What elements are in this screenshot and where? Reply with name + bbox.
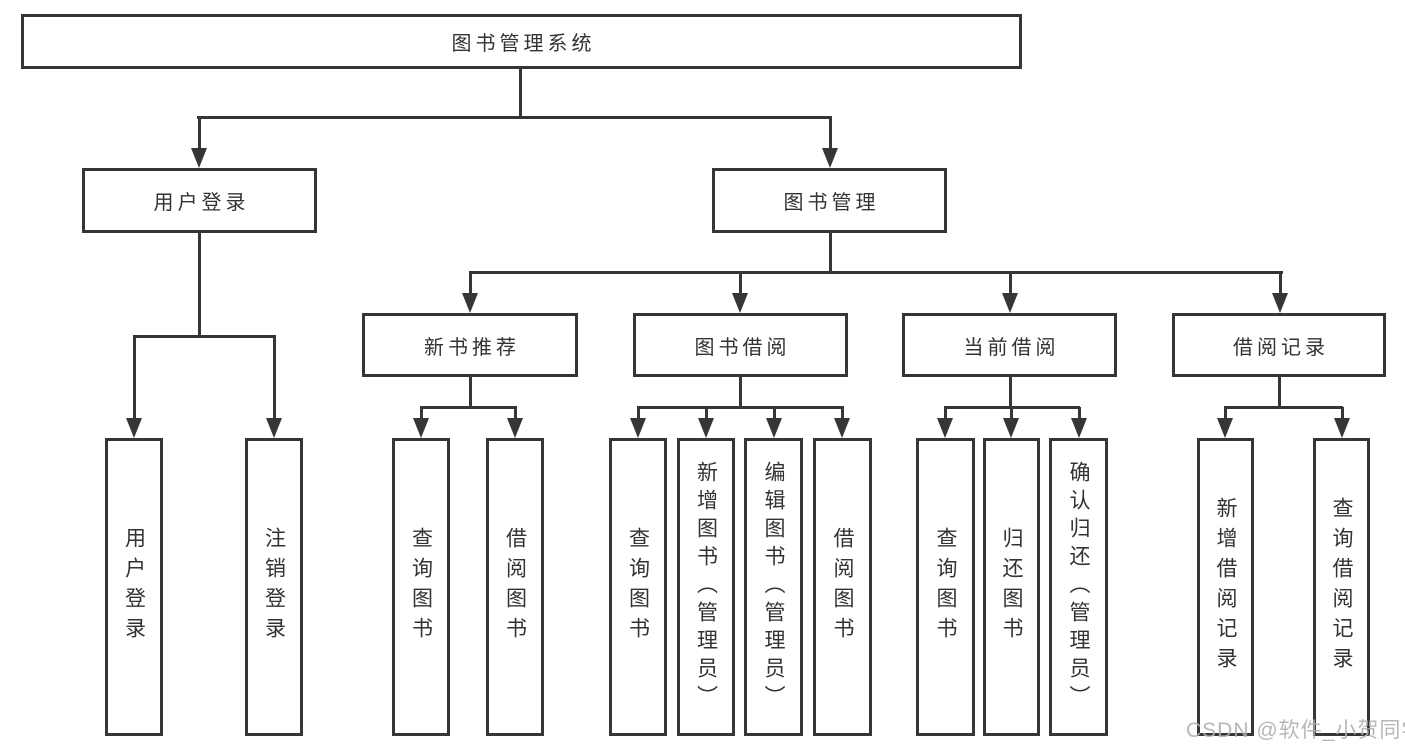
node-new-book-recommendation: 新书推荐: [362, 313, 578, 377]
connector-root-drop: [519, 69, 522, 117]
connector-to-user-login: [197, 117, 201, 151]
node-label: 新书推荐: [424, 336, 520, 359]
arrow-down-icon: [822, 148, 838, 168]
leaf-logout: 注销登录: [245, 438, 303, 736]
connector-to-leaf: [1340, 407, 1344, 421]
arrow-down-icon: [1003, 418, 1019, 438]
connector-borrow-drop: [738, 377, 742, 408]
arrow-down-icon: [1071, 418, 1087, 438]
arrow-down-icon: [1217, 418, 1233, 438]
leaf-return-books: 归还图书: [983, 438, 1040, 736]
arrow-down-icon: [126, 418, 142, 438]
arrow-down-icon: [413, 418, 429, 438]
node-label: 图书借阅: [694, 336, 791, 359]
node-label: 确认归还（管理员）: [1067, 461, 1090, 713]
connector-level3-bus: [468, 270, 1283, 274]
connector-records-drop: [1277, 377, 1281, 408]
arrow-down-icon: [191, 148, 207, 168]
connector-to-book-management: [828, 117, 832, 151]
leaf-user-login: 用户登录: [105, 438, 163, 736]
connector-records-bus: [1223, 405, 1343, 409]
connector-to-leaf: [419, 407, 423, 421]
connector-to-leaf: [943, 407, 947, 421]
connector-to-leaf: [636, 407, 640, 421]
arrow-down-icon: [266, 418, 282, 438]
node-label: 图书管理: [783, 192, 880, 214]
connector-to-records: [1278, 272, 1282, 296]
node-label: 图书管理系统: [451, 33, 596, 55]
node-label: 借阅图书: [503, 527, 527, 647]
node-label: 查询图书: [934, 527, 957, 647]
watermark: CSDN @软件_小贺同学: [1186, 719, 1405, 742]
arrow-down-icon: [1272, 293, 1288, 313]
arrow-down-icon: [462, 293, 478, 313]
node-label: 查询借阅记录: [1330, 497, 1353, 677]
connector-to-leaf: [132, 336, 136, 421]
connector-borrow-bus: [636, 405, 844, 409]
arrow-down-icon: [507, 418, 523, 438]
connector-to-leaf: [272, 336, 276, 421]
node-label: 用户登录: [153, 192, 250, 214]
connector-to-current: [1008, 272, 1012, 296]
node-library-management-system: 图书管理系统: [21, 14, 1022, 69]
arrow-down-icon: [698, 418, 714, 438]
connector-to-leaf: [772, 407, 776, 421]
connector-new-book-drop: [468, 377, 472, 408]
arrow-down-icon: [1002, 293, 1018, 313]
leaf-edit-books-admin: 编辑图书（管理员）: [744, 438, 803, 736]
connector-current-drop: [1008, 377, 1012, 408]
arrow-down-icon: [1334, 418, 1350, 438]
arrow-down-icon: [732, 293, 748, 313]
leaf-add-borrow-record: 新增借阅记录: [1197, 438, 1254, 736]
leaf-query-borrow-record: 查询借阅记录: [1313, 438, 1370, 736]
node-user-login: 用户登录: [82, 168, 317, 233]
leaf-query-books-current: 查询图书: [916, 438, 975, 736]
connector-to-new-book: [468, 272, 472, 296]
node-label: 编辑图书（管理员）: [762, 461, 785, 713]
node-label: 查询图书: [626, 527, 650, 647]
leaf-confirm-return-admin: 确认归还（管理员）: [1049, 438, 1108, 736]
node-label: 新增借阅记录: [1214, 497, 1237, 677]
leaf-query-books-newbook: 查询图书: [392, 438, 450, 736]
connector-to-leaf: [513, 407, 517, 421]
connector-to-leaf: [704, 407, 708, 421]
node-book-management: 图书管理: [712, 168, 947, 233]
arrow-down-icon: [834, 418, 850, 438]
node-label: 新增图书（管理员）: [694, 461, 718, 713]
connector-book-management-drop: [828, 233, 832, 274]
node-label: 用户登录: [122, 527, 146, 647]
connector-new-book-bus: [419, 405, 517, 409]
leaf-query-books-borrow: 查询图书: [609, 438, 667, 736]
node-label: 借阅记录: [1233, 336, 1329, 359]
node-label: 当前借阅: [963, 336, 1060, 359]
arrow-down-icon: [630, 418, 646, 438]
connector-user-login-drop: [197, 233, 201, 337]
arrow-down-icon: [766, 418, 782, 438]
node-current-borrowing: 当前借阅: [902, 313, 1117, 377]
connector-to-leaf: [1009, 407, 1013, 421]
node-book-borrowing: 图书借阅: [633, 313, 848, 377]
connector-level2-bus: [197, 115, 832, 119]
leaf-add-books-admin: 新增图书（管理员）: [677, 438, 735, 736]
node-label: 借阅图书: [831, 527, 854, 647]
connector-to-leaf: [840, 407, 844, 421]
leaf-borrow-books-newbook: 借阅图书: [486, 438, 544, 736]
node-label: 注销登录: [262, 527, 286, 647]
connector-to-borrow: [738, 272, 742, 296]
connector-to-leaf: [1223, 407, 1227, 421]
connector-to-leaf: [1077, 407, 1081, 421]
arrow-down-icon: [937, 418, 953, 438]
connector-user-login-bus: [132, 334, 276, 338]
node-label: 归还图书: [1000, 527, 1023, 647]
node-label: 查询图书: [409, 527, 433, 647]
node-borrowing-records: 借阅记录: [1172, 313, 1386, 377]
leaf-borrow-books-borrow: 借阅图书: [813, 438, 872, 736]
